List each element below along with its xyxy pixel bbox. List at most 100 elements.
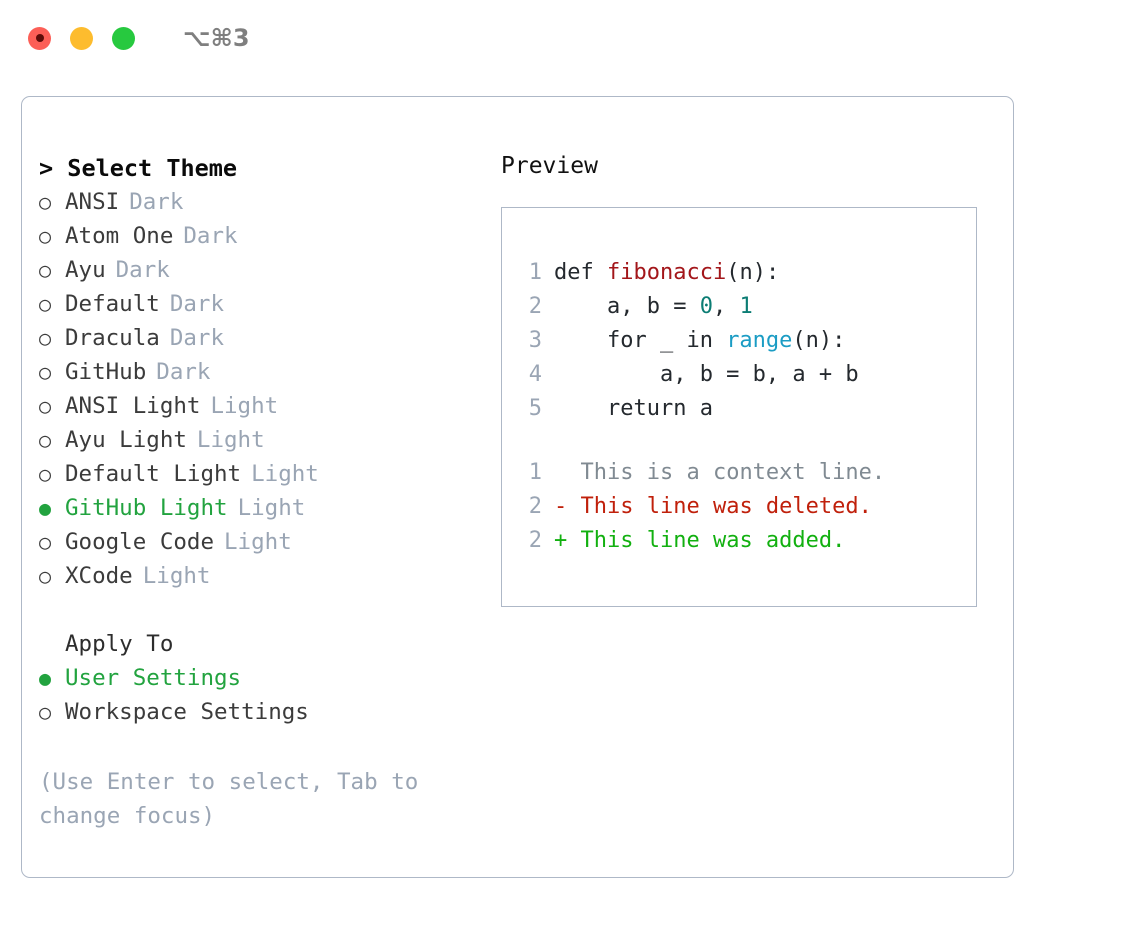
- theme-name-label: Google Code: [65, 529, 215, 555]
- code-token-num: 1: [739, 294, 753, 319]
- line-number: 4: [528, 362, 542, 387]
- apply-to-header: Apply To: [39, 627, 489, 661]
- radio-empty-icon[interactable]: ○: [39, 224, 52, 248]
- theme-name-label: XCode: [65, 563, 133, 589]
- keyboard-hint-text: (Use Enter to select, Tab to change focu…: [39, 769, 419, 829]
- theme-list-item[interactable]: ● GitHub Light Light: [39, 491, 489, 525]
- theme-variant-tag: Dark: [169, 325, 225, 351]
- radio-empty-icon[interactable]: ○: [39, 564, 52, 588]
- code-diff-gap: [516, 426, 976, 456]
- line-number: 1: [528, 260, 542, 285]
- apply-to-option[interactable]: ● User Settings: [39, 661, 489, 695]
- theme-list-item[interactable]: ○ Default Dark: [39, 287, 489, 321]
- diff-text: This line was added.: [580, 528, 846, 553]
- code-line: 1 def fibonacci(n):: [516, 256, 976, 290]
- theme-variant-tag: Light: [237, 495, 306, 521]
- theme-list-item[interactable]: ○ GitHub Dark: [39, 355, 489, 389]
- radio-empty-icon[interactable]: ○: [39, 292, 52, 316]
- diff-sample: 1 This is a context line.2- This line wa…: [516, 456, 976, 558]
- minimize-icon[interactable]: [70, 26, 93, 50]
- diff-line: 1 This is a context line.: [516, 456, 976, 490]
- code-token-num: 0: [699, 294, 713, 319]
- theme-list-item[interactable]: ○ ANSI Light Light: [39, 389, 489, 423]
- theme-list-item[interactable]: ○ Ayu Light Light: [39, 423, 489, 457]
- radio-empty-icon[interactable]: ○: [39, 190, 52, 214]
- radio-empty-icon[interactable]: ○: [39, 462, 52, 486]
- line-number: 2: [528, 528, 542, 553]
- theme-name-label: GitHub: [65, 359, 147, 385]
- theme-name-label: Dracula: [65, 325, 160, 351]
- diff-marker: [554, 456, 581, 490]
- theme-variant-tag: Dark: [183, 223, 238, 249]
- theme-variant-tag: Light: [142, 563, 211, 589]
- line-number: 3: [528, 328, 542, 353]
- theme-variant-tag: Light: [224, 529, 292, 555]
- keyboard-shortcut-label: ⌥⌘3: [183, 24, 250, 52]
- code-preview-box: 1 def fibonacci(n): 2 a, b = 0, 1 3 for _ i…: [501, 207, 977, 607]
- code-token-plain: ,: [712, 294, 740, 319]
- diff-text: This is a context line.: [580, 460, 886, 485]
- maximize-icon[interactable]: [112, 26, 135, 50]
- theme-name-label: ANSI Light: [65, 393, 201, 419]
- theme-list-item[interactable]: ○ Ayu Dark: [39, 253, 489, 287]
- code-token-plain: a, b = b, a + b: [554, 362, 859, 387]
- code-token-plain: return a: [554, 396, 713, 421]
- traffic-light-buttons: [28, 26, 135, 50]
- apply-to-label: User Settings: [65, 665, 242, 691]
- theme-list-item[interactable]: ○ Atom One Dark: [39, 219, 489, 253]
- radio-empty-icon[interactable]: ○: [39, 360, 52, 384]
- radio-empty-icon[interactable]: ○: [39, 326, 52, 350]
- code-token-builtin: range: [726, 328, 793, 353]
- apply-to-options: ● User Settings ○ Workspace Settings: [39, 661, 489, 729]
- apply-to-option[interactable]: ○ Workspace Settings: [39, 695, 489, 729]
- close-icon[interactable]: [28, 26, 51, 50]
- radio-empty-icon[interactable]: ○: [39, 258, 52, 282]
- theme-list-item[interactable]: ○ Dracula Dark: [39, 321, 489, 355]
- code-token-plain: for _ in: [554, 328, 727, 353]
- theme-name-label: Atom One: [65, 223, 174, 249]
- apply-to-title: Apply To: [65, 631, 174, 657]
- theme-variant-tag: Dark: [156, 359, 211, 385]
- theme-variant-tag: Light: [210, 393, 279, 419]
- code-token-func: fibonacci: [606, 260, 727, 285]
- apply-to-label: Workspace Settings: [65, 699, 309, 725]
- radio-empty-icon[interactable]: ○: [39, 394, 52, 418]
- theme-name-label: Default Light: [65, 461, 242, 487]
- theme-variant-tag: Dark: [169, 291, 225, 317]
- radio-empty-icon[interactable]: ○: [39, 530, 52, 554]
- diff-line: 2- This line was deleted.: [516, 490, 976, 524]
- radio-selected-icon[interactable]: ●: [39, 666, 52, 690]
- diff-text: This line was deleted.: [580, 494, 872, 519]
- theme-variant-tag: Dark: [115, 257, 170, 283]
- radio-selected-icon[interactable]: ●: [39, 496, 52, 520]
- title-bar: ⌥⌘3: [0, 0, 1140, 76]
- line-number: 1: [528, 460, 542, 485]
- code-line: 5 return a: [516, 392, 976, 426]
- theme-name-label: GitHub Light: [65, 495, 228, 521]
- preview-title: Preview: [501, 153, 598, 179]
- theme-name-label: Ayu: [65, 257, 106, 283]
- theme-name-label: Ayu Light: [65, 427, 187, 453]
- theme-name-label: Default: [65, 291, 160, 317]
- preview-pane: Preview 1 def fibonacci(n): 2 a, b = 0, 1 3…: [501, 151, 977, 607]
- code-token-plain: a, b =: [554, 294, 700, 319]
- code-line: 3 for _ in range(n):: [516, 324, 976, 358]
- theme-list-item[interactable]: ○ Google Code Light: [39, 525, 489, 559]
- list-spacer: [39, 593, 489, 627]
- line-number: 2: [528, 494, 542, 519]
- line-number: 2: [528, 294, 542, 319]
- code-token-plain: def: [554, 260, 607, 285]
- line-number: 5: [528, 396, 542, 421]
- code-token-plain: (n):: [726, 260, 780, 285]
- theme-list-header: > Select Theme: [39, 154, 238, 182]
- radio-empty-icon[interactable]: ○: [39, 700, 52, 724]
- radio-empty-icon[interactable]: ○: [39, 428, 52, 452]
- theme-variant-tag: Light: [196, 427, 265, 453]
- theme-list-item[interactable]: ○ XCode Light: [39, 559, 489, 593]
